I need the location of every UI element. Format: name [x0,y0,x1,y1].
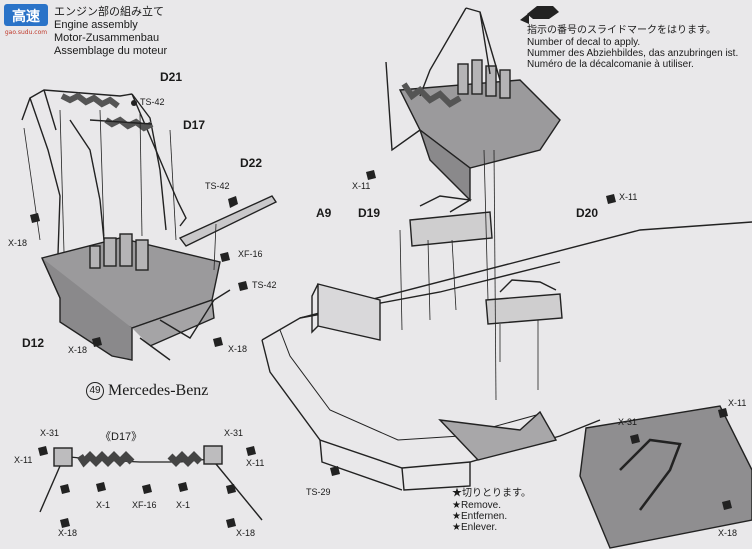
site-logo: 高速 gao.sudu.com [2,2,50,36]
decal-note-en: Number of decal to apply. [527,37,641,48]
paint-x1-a: X-1 [96,500,111,510]
paint-xf16: XF-16 [238,249,263,259]
step-name: Mercedes-Benz [108,382,209,399]
paint-x18-e: X-18 [58,528,78,538]
logo-url: gao.sudu.com [5,29,47,36]
paint-x11-b: X-11 [619,192,638,202]
step-title: 49 Mercedes-Benz [86,382,208,400]
paint-x18-b: X-18 [68,345,88,355]
remove-note-en: ★Remove. [452,500,501,511]
paint-x11-d: X-11 [14,455,33,465]
remove-note-de: ★Entfernen. [452,511,508,522]
remove-note-jp: ★切りとります。 [452,488,531,499]
decal-note-fr: Numéro de la décalcomanie à utiliser. [527,59,694,70]
decal-note-de: Nummer des Abziehbildes, das anzubringen… [527,48,739,59]
paint-x11-a: X-11 [352,181,371,191]
header-de: Motor-Zusammenbau [54,32,160,44]
paint-x31-a: X-31 [40,428,60,438]
paint-x18-a: X-18 [8,238,28,248]
part-d17-label: D17 [183,118,206,132]
paint-ts29: TS-29 [306,487,331,497]
header-en: Engine assembly [54,19,138,31]
paint-x31-b: X-31 [224,428,244,438]
step-number-badge: 49 [86,382,104,400]
paint-xf16-b: XF-16 [132,500,157,510]
part-a9-label: A9 [316,206,332,220]
part-d19-label: D19 [358,206,381,220]
paint-x1-b: X-1 [176,500,191,510]
paint-x11-c: X-11 [728,398,747,408]
d17-detail-label: 《D17》 [100,431,143,443]
paint-x18-d: X-18 [718,528,738,538]
paint-ts42-c: TS-42 [252,280,277,290]
paint-x11-e: X-11 [246,458,265,468]
paint-ts42-b: TS-42 [205,181,230,191]
decal-note-jp: 指示の番号のスライドマークをはります。 [527,25,716,36]
paint-x18-f: X-18 [236,528,256,538]
paint-ts42-a: TS-42 [140,97,165,107]
part-d12-label: D12 [22,336,45,350]
part-d20-label: D20 [576,206,599,220]
header-fr: Assemblage du moteur [54,45,168,57]
part-d22-label: D22 [240,156,263,170]
part-d21-label: D21 [160,70,183,84]
paint-x31-c: X-31 [618,417,638,427]
remove-note-fr: ★Enlever. [452,522,498,533]
paint-x18-c: X-18 [228,344,248,354]
header-jp: エンジン部の組み立て [54,6,164,18]
logo-text: 高速 [12,8,40,25]
